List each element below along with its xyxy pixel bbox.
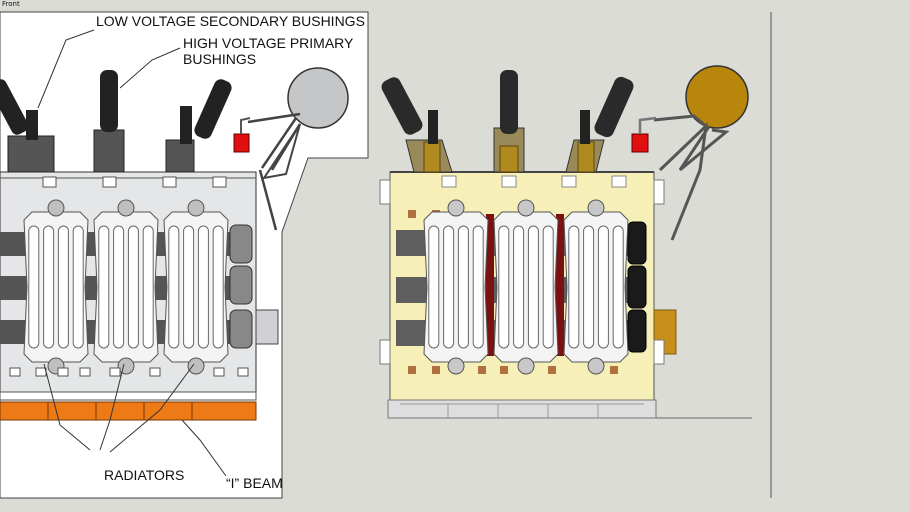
reference-relay-pipe [240, 117, 251, 134]
label-high-voltage-line2: BUSHINGS [183, 51, 256, 67]
model-conservator-bracket [653, 114, 730, 172]
transformer-model[interactable] [379, 65, 752, 419]
model-radiators [423, 199, 629, 375]
reference-conservator-tank [287, 67, 349, 129]
radiator-3 [163, 199, 229, 375]
model-relay-pipe [638, 116, 657, 134]
reference-drawing[interactable]: LOW VOLTAGE SECONDARY BUSHINGS HIGH VOLT… [0, 11, 369, 499]
model-radiator-strips [486, 214, 564, 356]
radiator-3 [563, 199, 629, 375]
reference-control-box [255, 309, 279, 345]
reference-leader-lines [37, 29, 227, 477]
radiator-2 [493, 199, 559, 375]
reference-conservator-bracket [247, 112, 302, 231]
reference-radiators [23, 199, 229, 375]
model-hv-bushing-right [565, 76, 634, 173]
reference-hv-bushing-center [93, 70, 125, 173]
model-base [387, 399, 657, 419]
model-side-lugs [379, 179, 665, 365]
reference-top-squares [42, 176, 227, 188]
reference-bracket-frame [261, 123, 301, 180]
reference-i-beam [0, 401, 257, 421]
view-name-label: Front [2, 0, 20, 8]
radiator-2 [93, 199, 159, 375]
label-radiators: RADIATORS [104, 467, 184, 483]
reference-base-plate [0, 391, 257, 401]
radiator-1 [423, 199, 489, 375]
model-hv-bushing-center [493, 70, 525, 173]
model-relay [631, 133, 649, 153]
model-fans [627, 221, 647, 353]
reference-relay [233, 133, 250, 153]
reference-hv-bushing-right [165, 79, 232, 173]
radiator-1 [23, 199, 89, 375]
model-conservator-tank [685, 65, 749, 129]
label-low-voltage-bushings: LOW VOLTAGE SECONDARY BUSHINGS [96, 13, 365, 29]
label-high-voltage-line1: HIGH VOLTAGE PRIMARY [183, 35, 354, 51]
model-lv-bushing-left [381, 77, 453, 173]
reference-lv-bushing-1 [0, 79, 55, 173]
model-top-squares [441, 175, 627, 188]
label-i-beam: “I” BEAM [226, 475, 283, 491]
reference-fans [229, 224, 253, 349]
